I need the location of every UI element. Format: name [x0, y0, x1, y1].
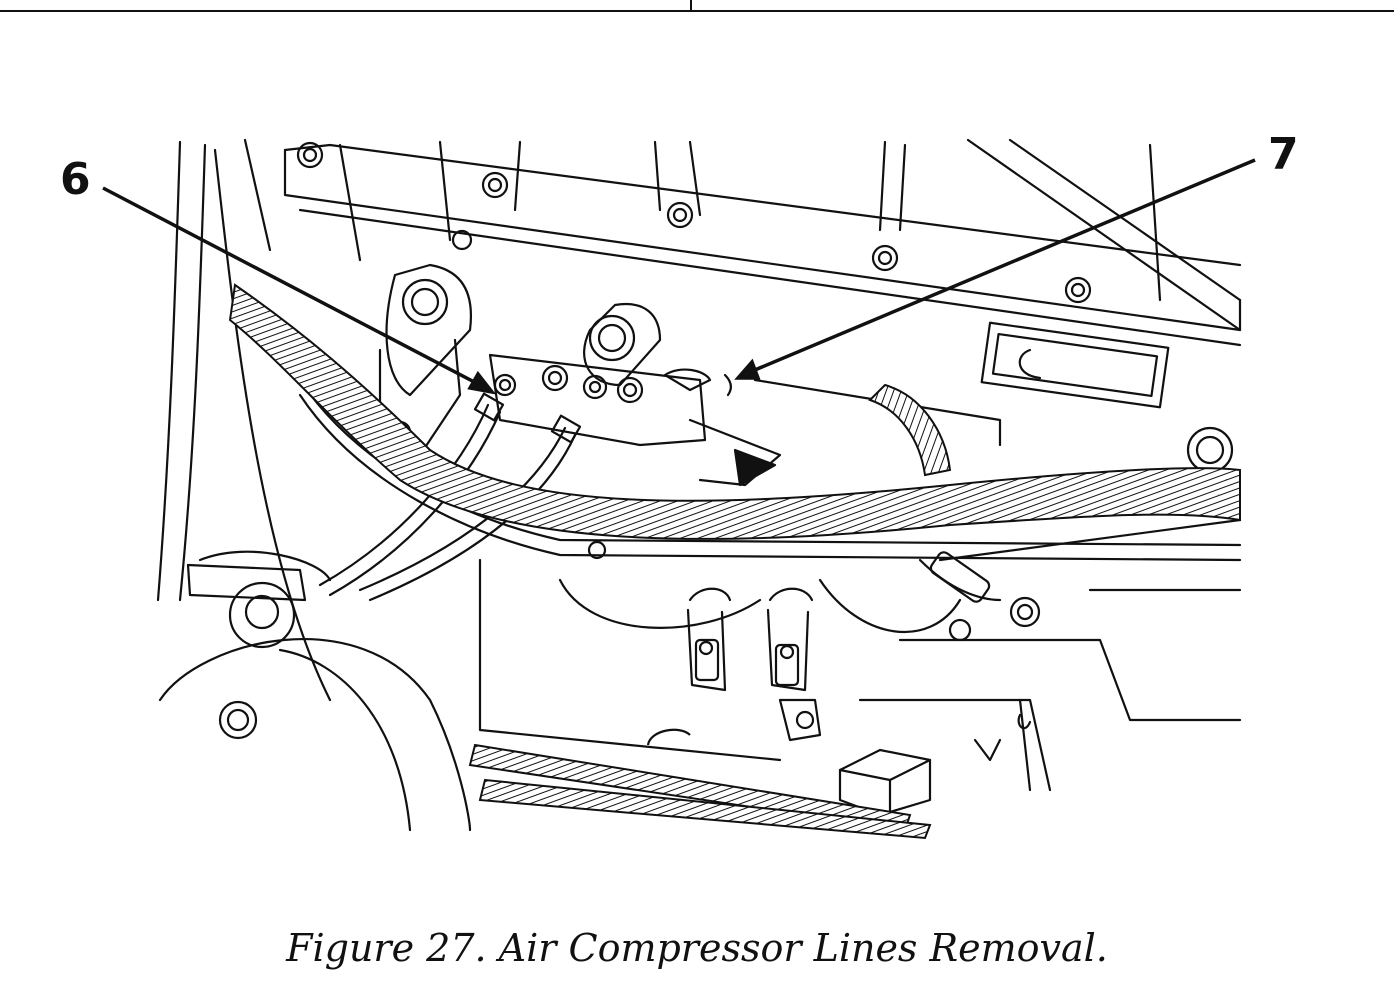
callout-7: 7 [1268, 129, 1299, 180]
figure-caption: Figure 27. Air Compressor Lines Removal. [286, 926, 1108, 970]
page-header-rule [0, 0, 1394, 12]
header-column-divider [690, 0, 692, 11]
callout-6: 6 [60, 154, 91, 205]
